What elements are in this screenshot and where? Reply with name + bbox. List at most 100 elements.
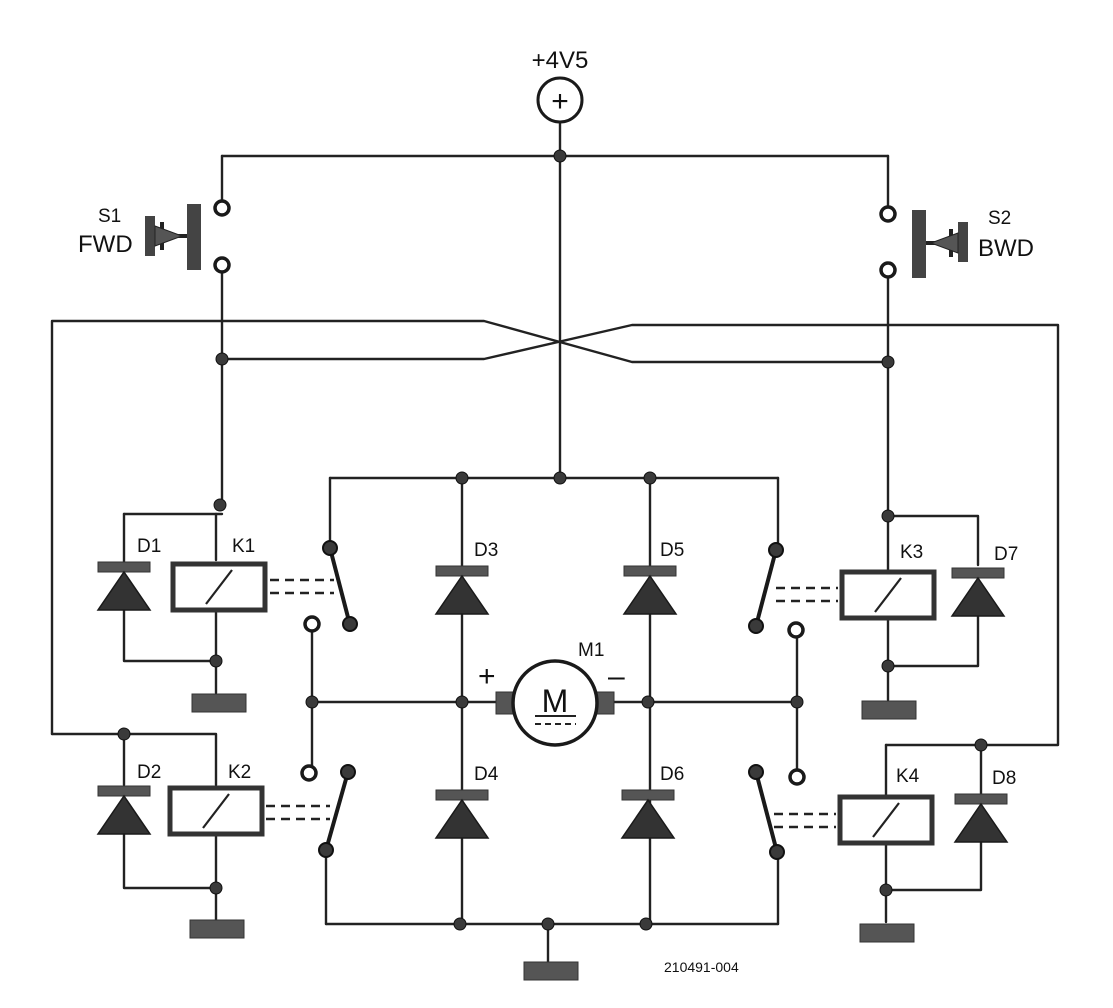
k2-label: K2 [228, 762, 251, 783]
d4-label: D4 [474, 764, 499, 785]
d1-cathode-bar [97, 561, 151, 573]
d2-label: D2 [137, 762, 161, 783]
supply-terminal: +4V5 + [532, 47, 588, 124]
motor-ref: M1 [578, 640, 604, 661]
d8-label: D8 [992, 768, 1016, 789]
d6-cathode-bar [621, 789, 675, 801]
supply-plus-sign: + [551, 85, 569, 118]
d3-label: D3 [474, 540, 498, 561]
node-right-contacts [790, 695, 804, 709]
k3-contact-open [787, 621, 805, 639]
k2-contact-open [300, 764, 318, 782]
k3-mechanical-link [776, 586, 838, 603]
k4-blade [754, 770, 779, 854]
diode-d8: D8 [953, 768, 1016, 843]
s1-contact-bottom [213, 256, 231, 274]
k2-pivot [318, 842, 334, 858]
diode-d4: D4 [434, 764, 499, 839]
d5-anode-triangle [622, 574, 678, 615]
figure-code: 210491-004 [664, 959, 739, 975]
node-k3-top [881, 509, 895, 523]
relay-k3: K3 [776, 542, 937, 621]
ground-k3 [861, 700, 917, 720]
s1-plunger-bar [187, 204, 201, 270]
s2-contact-bottom [879, 261, 897, 279]
node-k1-bottom [209, 654, 223, 668]
d1-anode-triangle [96, 570, 152, 611]
k3-blade [754, 548, 778, 628]
node-motor-minus [641, 695, 655, 709]
d1-label: D1 [137, 536, 161, 557]
k1-label: K1 [232, 536, 255, 557]
k3-blade-tip [748, 618, 764, 634]
node-d5-top [643, 471, 657, 485]
s2-name: BWD [978, 235, 1034, 262]
ground-k2 [189, 919, 245, 939]
s1-name: FWD [78, 231, 133, 258]
node-d3-top [455, 471, 469, 485]
d4-cathode-bar [435, 789, 489, 801]
k3-coil [839, 569, 937, 621]
k4-coil [837, 794, 935, 846]
s1-button-cap [145, 216, 155, 256]
d2-cathode-bar [97, 785, 151, 797]
diode-d2: D2 [96, 762, 161, 835]
diode-d1: D1 [96, 536, 161, 611]
diode-d3: D3 [434, 540, 498, 615]
d3-cathode-bar [435, 565, 489, 577]
ground-k1 [191, 693, 247, 713]
relay-k2: K2 [167, 762, 330, 837]
s2-arrow [929, 232, 959, 254]
node-k3-bottom [881, 659, 895, 673]
d6-label: D6 [660, 764, 684, 785]
motor-minus: – [608, 660, 625, 693]
relay-k1: K1 [170, 536, 334, 613]
s2-button-cap [958, 222, 968, 262]
d8-anode-triangle [953, 802, 1009, 843]
k4-label: K4 [896, 766, 920, 787]
node-k1-top [213, 498, 227, 512]
k1-blade-tip [342, 616, 358, 632]
motor-plus: + [478, 660, 496, 693]
node-left-contacts [305, 695, 319, 709]
motor-letter: M [542, 683, 569, 719]
s1-ref: S1 [98, 206, 121, 227]
supply-circle [536, 76, 584, 124]
diode-d7: D7 [950, 544, 1018, 617]
s2-plunger-bar [912, 210, 926, 278]
d3-anode-triangle [434, 574, 490, 615]
k1-pivot [322, 540, 338, 556]
d6-anode-triangle [620, 798, 676, 839]
switch-s1: S1 FWD [78, 199, 231, 274]
d2-anode-triangle [96, 794, 152, 835]
k2-mechanical-link [266, 804, 330, 821]
k3-coil-slash [874, 577, 902, 613]
node-k4-bottom [879, 883, 893, 897]
k3-label: K3 [900, 542, 923, 563]
k1-contact-open [303, 615, 321, 633]
node-s2-cross [881, 355, 895, 369]
diode-d5: D5 [622, 540, 684, 615]
node-bridge-bottom [541, 917, 555, 931]
diode-d6: D6 [620, 764, 684, 839]
switch-s2: S2 BWD [879, 205, 1034, 279]
node-d6-bottom [639, 917, 653, 931]
node-k4-top [974, 738, 988, 752]
d7-anode-triangle [950, 576, 1006, 617]
relay-k4: K4 [774, 766, 935, 846]
d5-label: D5 [660, 540, 684, 561]
k4-pivot [769, 844, 785, 860]
node-d4-bottom [453, 917, 467, 931]
s1-contact-top [213, 199, 231, 217]
s1-arrow [154, 225, 184, 247]
node-k2-top [117, 727, 131, 741]
k2-coil-slash [202, 793, 230, 829]
s2-ref: S2 [988, 208, 1011, 229]
ground-bridge [523, 961, 579, 981]
node-supply-top [553, 149, 567, 163]
k1-blade [328, 546, 352, 627]
d8-cathode-bar [954, 793, 1008, 805]
k2-blade-tip [340, 764, 356, 780]
k4-coil-slash [872, 802, 900, 838]
